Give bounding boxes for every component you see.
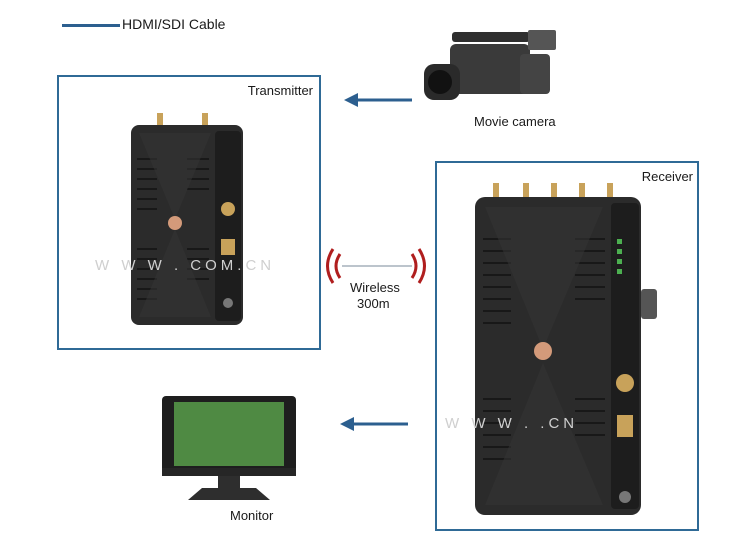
receiver-watermark: W W W . .CN xyxy=(445,415,579,432)
camera-label: Movie camera xyxy=(474,114,556,129)
receiver-panel: Receiver W W W . xyxy=(435,161,699,531)
receiver-device xyxy=(475,183,657,515)
cable-legend-label: HDMI/SDI Cable xyxy=(122,16,226,32)
receiver-to-monitor-arrow xyxy=(340,417,408,431)
transmitter-title: Transmitter xyxy=(247,83,313,98)
transmitter-watermark: W W W . COM.CN xyxy=(95,257,276,274)
wireless-label: Wireless xyxy=(350,280,400,295)
camera-to-transmitter-arrow xyxy=(344,93,412,107)
monitor-icon xyxy=(162,396,296,500)
receiver-title: Receiver xyxy=(641,169,693,184)
monitor-label: Monitor xyxy=(230,508,274,523)
camera-icon xyxy=(424,30,556,100)
transmitter-panel: Transmitter W W W . COM.CN xyxy=(57,75,321,350)
wireless-signal-icon xyxy=(326,248,426,284)
cable-legend-line xyxy=(62,24,120,27)
transmitter-device xyxy=(131,113,243,325)
wireless-range: 300m xyxy=(357,296,390,311)
